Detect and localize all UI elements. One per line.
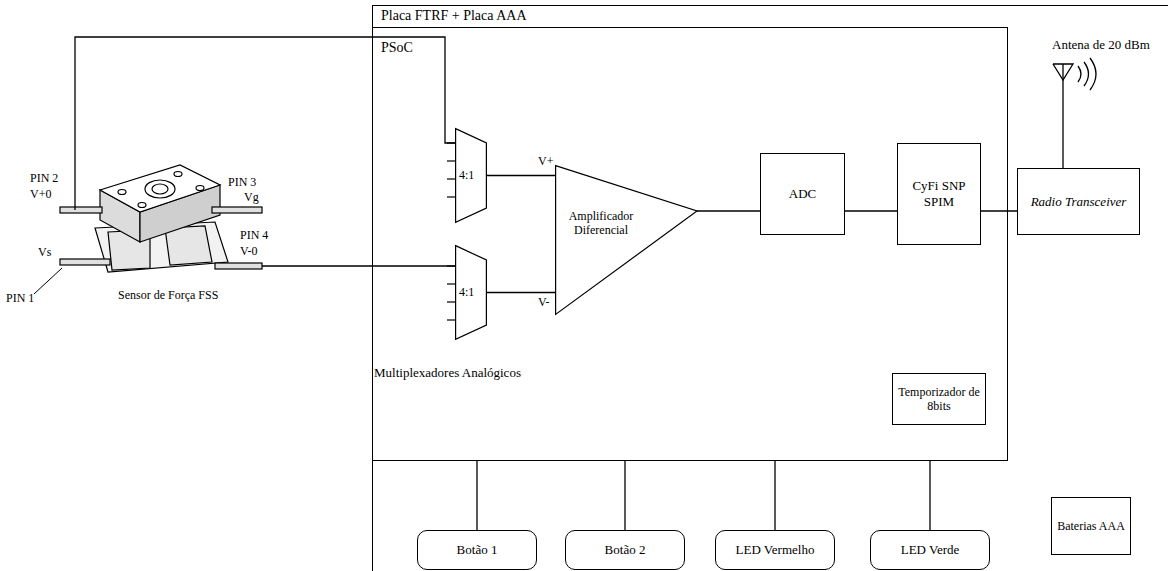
box-label: 4:1 xyxy=(459,285,474,299)
outline-shape xyxy=(556,166,697,315)
wire-connector xyxy=(75,37,455,210)
box-label: CyFi SNP SPIM xyxy=(903,178,975,209)
wire-connector xyxy=(845,210,897,211)
box-label: Radio Transceiver xyxy=(1031,194,1127,210)
region-title: PSoC xyxy=(381,40,413,57)
wire-connector xyxy=(476,461,477,530)
pin-label: Vg xyxy=(244,191,259,205)
mux-symbol: 4:1 xyxy=(455,245,487,340)
note-label: Multiplexadores Analógicos xyxy=(374,366,521,381)
mux-symbol: 4:1 xyxy=(455,128,487,223)
signal-label: V- xyxy=(538,296,550,310)
force-sensor-drawing xyxy=(60,165,262,272)
io-box: Botão 1 xyxy=(417,530,537,570)
board-region: Placa FTRF + Placa AAAPSoC4:14:1Amplific… xyxy=(372,5,1168,571)
process-box: CyFi SNP SPIM xyxy=(897,143,981,245)
box-label: LED Verde xyxy=(901,542,960,558)
box-label: Botão 1 xyxy=(457,542,498,558)
amplifier-outline xyxy=(555,165,697,315)
pin-label: V+0 xyxy=(30,188,51,202)
process-box: ADC xyxy=(760,153,845,235)
leader-line xyxy=(34,268,62,294)
box-label: Baterias AAA xyxy=(1057,519,1125,533)
box-label: Temporizador de 8bits xyxy=(898,385,980,414)
outline-shape xyxy=(456,246,487,340)
box-label: 4:1 xyxy=(459,168,474,182)
wire-connector xyxy=(929,461,930,530)
outline-shape xyxy=(456,129,487,223)
process-box: Radio Transceiver xyxy=(1017,168,1140,235)
region-title: Placa FTRF + Placa AAA xyxy=(381,8,527,25)
wire-connector xyxy=(262,265,455,266)
pin-label: Vs xyxy=(38,246,51,260)
wire-connector xyxy=(774,461,775,530)
wire-connector xyxy=(981,210,1017,211)
amplifier-symbol: Amplificador Diferencial xyxy=(555,165,697,315)
wire-connector xyxy=(624,461,625,530)
io-box: LED Verde xyxy=(870,530,990,570)
box-label: Botão 2 xyxy=(605,542,646,558)
sensor-node: Sensor de Força FSS xyxy=(60,150,262,306)
wire-connector xyxy=(697,210,760,211)
pin-label: PIN 4 xyxy=(240,229,268,243)
wire-connector xyxy=(487,292,555,293)
pin-label: V-0 xyxy=(240,245,258,259)
box-label: LED Vermelho xyxy=(736,542,815,558)
pin-label: PIN 2 xyxy=(30,172,58,186)
pin-label: PIN 3 xyxy=(228,176,256,190)
chip-box: PSoC4:14:1Amplificador DiferencialADCCyF… xyxy=(372,27,1008,461)
box-label: ADC xyxy=(789,186,816,202)
process-box: Baterias AAA xyxy=(1051,497,1131,555)
pin-label: PIN 1 xyxy=(6,292,34,306)
region-title: Sensor de Força FSS xyxy=(118,288,218,302)
process-box: Temporizador de 8bits xyxy=(892,373,986,425)
wire-connector xyxy=(487,175,555,176)
note-label: Antena de 20 dBm xyxy=(1052,38,1150,53)
io-box: Botão 2 xyxy=(565,530,685,570)
signal-label: V+ xyxy=(538,155,553,169)
antenna-symbol xyxy=(1053,58,1096,168)
io-box: LED Vermelho xyxy=(715,530,835,570)
mux-input-ticks xyxy=(447,143,455,320)
box-label: Amplificador Diferencial xyxy=(560,209,642,238)
